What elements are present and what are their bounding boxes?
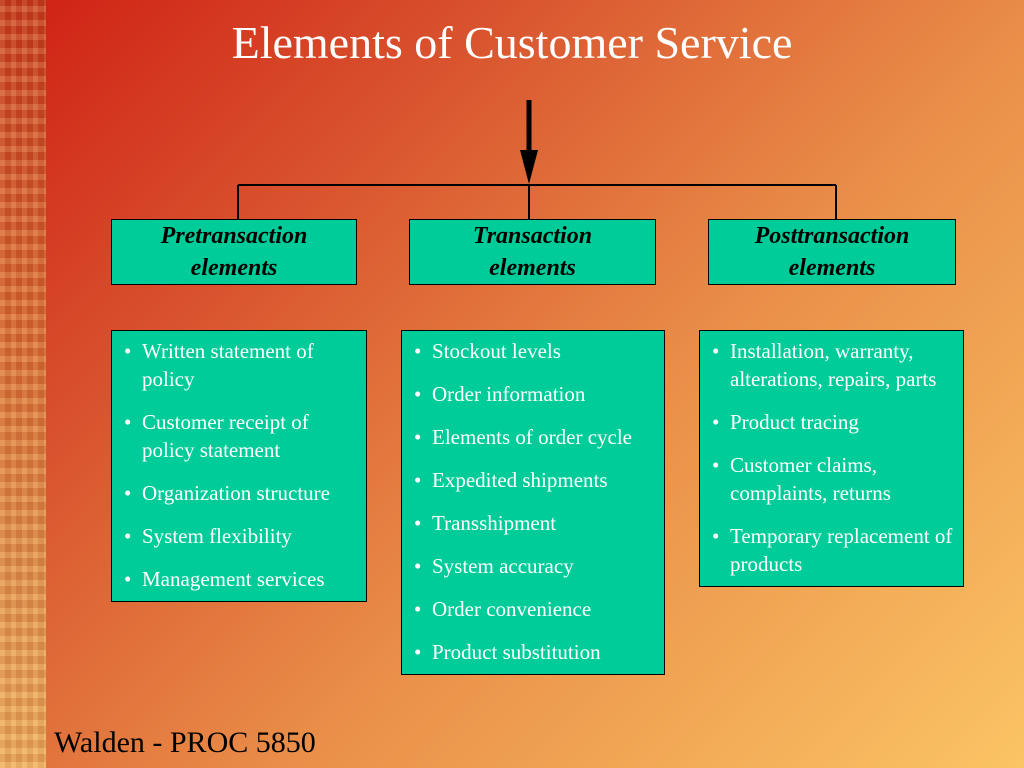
list-item: Customer receipt of policy statement — [122, 408, 358, 464]
list-item: Product substitution — [412, 638, 656, 666]
list-item: Installation, warranty, alterations, rep… — [710, 337, 955, 393]
list-item: System flexibility — [122, 522, 358, 550]
list-item: Order convenience — [412, 595, 656, 623]
list-item: Product tracing — [710, 408, 955, 436]
list-item: Temporary replacement of products — [710, 522, 955, 578]
header-line-1: Pretransaction — [160, 223, 308, 249]
slide-title: Elements of Customer Service — [231, 17, 793, 68]
transaction-header-box: Transaction elements — [409, 219, 656, 285]
list-item: Customer claims, complaints, returns — [710, 451, 955, 507]
header-line-2: elements — [489, 255, 576, 281]
header-line-1: Posttransaction — [754, 223, 910, 249]
list-item: Expedited shipments — [412, 466, 656, 494]
posttransaction-list-box: Installation, warranty, alterations, rep… — [699, 330, 964, 587]
transaction-list-box: Stockout levels Order information Elemen… — [401, 330, 665, 675]
list-item: Order information — [412, 380, 656, 408]
list-item: Transshipment — [412, 509, 656, 537]
posttransaction-header-box: Posttransaction elements — [708, 219, 956, 285]
pretransaction-list-box: Written statement of policy Customer rec… — [111, 330, 367, 602]
down-arrow-head — [520, 150, 538, 184]
header-line-2: elements — [788, 255, 876, 281]
list-item: Elements of order cycle — [412, 423, 656, 451]
list-item: System accuracy — [412, 552, 656, 580]
list-item: Written statement of policy — [122, 337, 358, 393]
list-item: Organization structure — [122, 479, 358, 507]
header-line-1: Transaction — [472, 223, 593, 249]
decorative-side-strip — [0, 0, 46, 768]
list-item: Stockout levels — [412, 337, 656, 365]
footer-text: Walden - PROC 5850 — [54, 726, 316, 759]
pretransaction-header-box: Pretransaction elements — [111, 219, 357, 285]
header-line-2: elements — [190, 255, 278, 281]
list-item: Management services — [122, 565, 358, 593]
